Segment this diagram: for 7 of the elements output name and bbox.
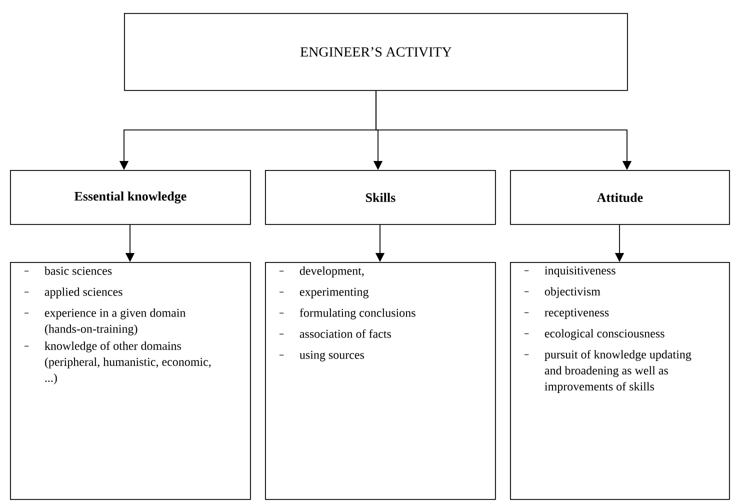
category-box: Essential knowledge <box>10 170 251 225</box>
category-box: Attitude <box>510 170 730 225</box>
list-box: basic sciences applied sciences experience in a given domain (hands-on-training) knowledge of other domains (peripheral, humanistic, economic, ...) <box>10 262 251 500</box>
category-box: Skills <box>265 170 496 225</box>
list-box: development, experimenting formulating conclusions association of facts using sources <box>265 262 496 500</box>
list-box: inquisitiveness objectivism receptiveness ecological consciousness pursuit of knowledge updating and broadening as well as improvements of skills <box>510 262 730 500</box>
title-box: ENGINEER’S ACTIVITY <box>124 13 628 91</box>
